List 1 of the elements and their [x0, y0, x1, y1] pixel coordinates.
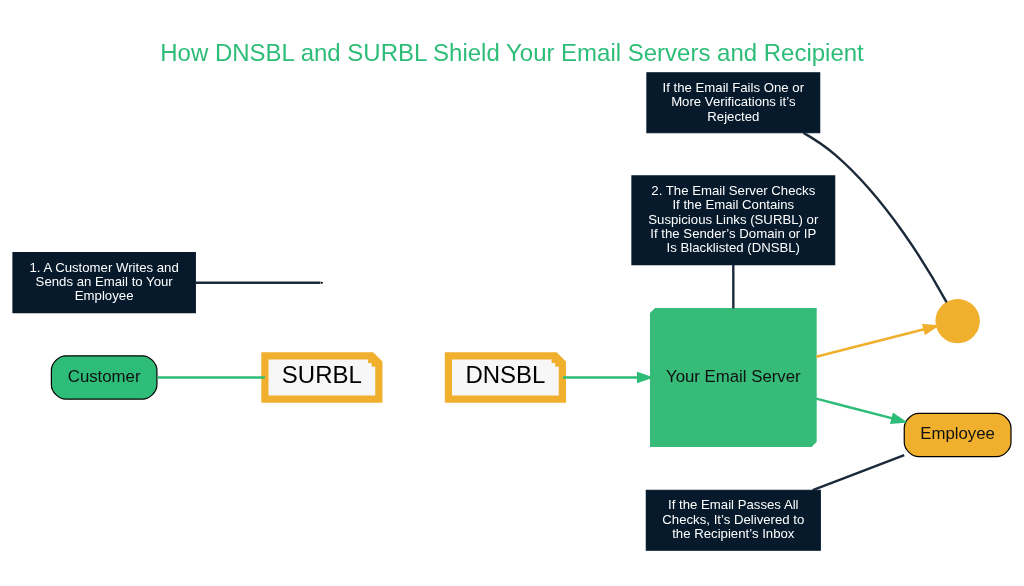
diagram-title: How DNSBL and SURBL Shield Your Email Servers and Recipient — [160, 38, 864, 66]
